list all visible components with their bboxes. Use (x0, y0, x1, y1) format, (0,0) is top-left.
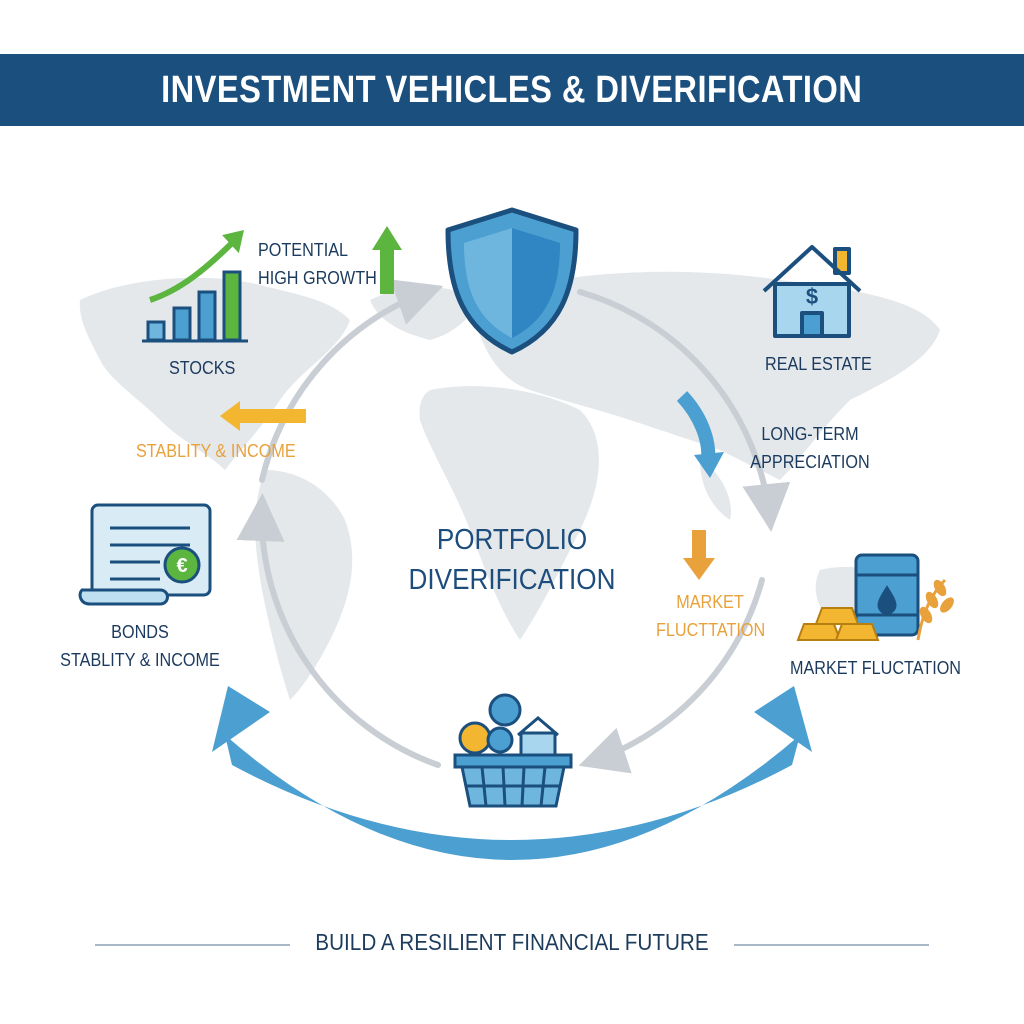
center-title: PORTFOLIO DIVERIFICATION (408, 524, 616, 596)
appreciation-curved-arrow-icon (676, 391, 724, 478)
stocks-label: STOCKS (169, 358, 236, 378)
diversified-basket-icon (453, 693, 573, 808)
bonds-label: BONDS STABLITY & INCOME (60, 622, 220, 670)
balanced-return-arc-arrow (212, 686, 812, 860)
page-title: INVESTMENT VEHICLES & DIVERIFICATION (161, 68, 863, 111)
market-fluctuation-label: MARKET FLUCTTATION (656, 592, 766, 640)
euro-sign-icon: € (176, 555, 187, 577)
real-estate-house-icon (762, 245, 862, 338)
footer-divider-right (734, 944, 929, 946)
footer: BUILD A RESILIENT FINANCIAL FUTURE (0, 927, 1024, 963)
wheat-icon (916, 578, 954, 641)
market-down-arrow-icon (683, 530, 715, 580)
dollar-sign-icon: $ (806, 284, 818, 309)
stability-left-arrow-icon (220, 401, 306, 431)
gold-bars-icon (796, 607, 880, 641)
real-estate-label: REAL ESTATE (765, 354, 872, 374)
flow-circle (236, 279, 791, 774)
growth-label: POTENTIAL HIGH GROWTH (258, 240, 377, 288)
footer-divider-left (95, 944, 290, 946)
stability-income-label: STABLITY & INCOME (136, 441, 296, 461)
bond-certificate-icon (78, 503, 212, 606)
appreciation-label: LONG-TERM APPRECIATION (750, 424, 870, 472)
oil-barrel-icon (854, 553, 920, 637)
footer-tagline: BUILD A RESILIENT FINANCIAL FUTURE (315, 929, 709, 955)
stocks-chart-icon (142, 229, 248, 343)
commodities-label: MARKET FLUCTATION (790, 658, 962, 678)
shield-icon (445, 207, 579, 355)
growth-up-arrow-icon (372, 226, 402, 294)
title-banner: INVESTMENT VEHICLES & DIVERIFICATION (0, 54, 1024, 126)
